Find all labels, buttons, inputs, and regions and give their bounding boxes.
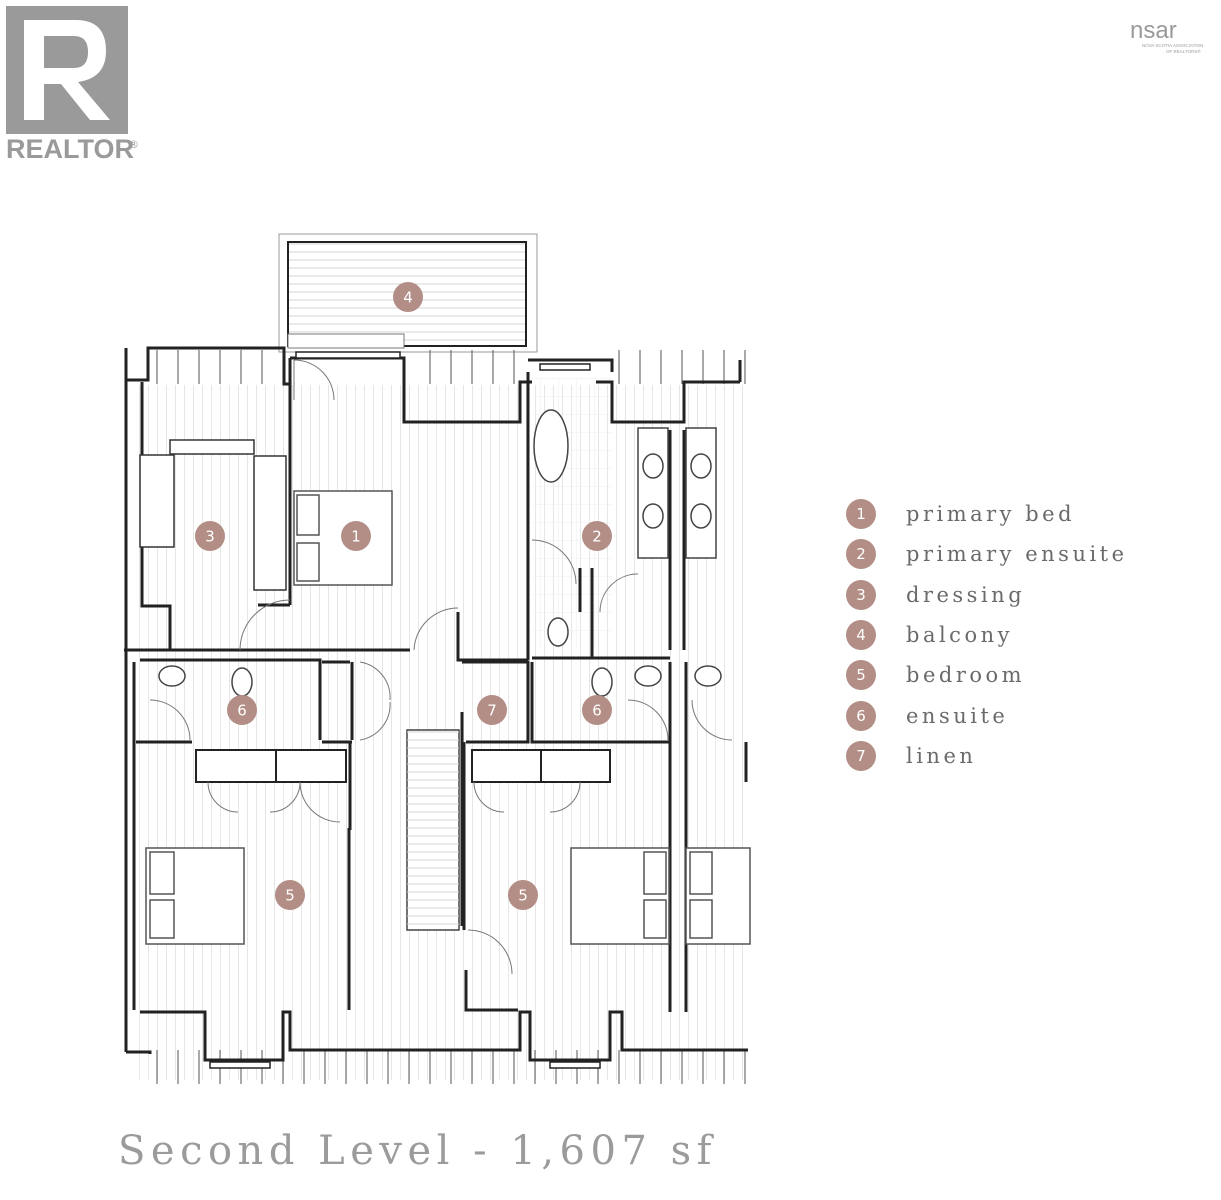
registered-mark: ®	[128, 138, 139, 151]
legend-item: 6 ensuite	[846, 695, 1206, 735]
nsar-caption: NOVA SCOTIA ASSOCIATION	[1142, 43, 1203, 48]
realtor-logo: REALTOR ®	[6, 6, 139, 164]
nsar-wordmark: nsar	[1130, 17, 1177, 44]
facade-top-left	[150, 350, 280, 384]
door-swings	[149, 359, 733, 975]
legend-item: 3 dressing	[846, 575, 1206, 615]
dressing-furniture	[139, 439, 287, 591]
legend-item: 4 balcony	[846, 615, 1206, 655]
legend-number: 2	[846, 539, 876, 570]
nsar-logo: nsar NOVA SCOTIA ASSOCIATION OF REALTORS…	[1130, 17, 1203, 54]
legend-number: 5	[846, 660, 876, 691]
legend-label: dressing	[906, 582, 1026, 607]
marker-primary-ensuite: 2	[582, 521, 612, 551]
closets	[195, 749, 611, 783]
svg-text:1: 1	[351, 528, 361, 546]
legend-item: 2 primary ensuite	[846, 534, 1206, 574]
page-title: Second Level - 1,607 sf	[118, 1128, 717, 1174]
legend-item: 5 bedroom	[846, 655, 1206, 695]
facade-top-mid	[418, 350, 518, 384]
svg-text:7: 7	[487, 702, 497, 720]
legend-label: primary bed	[906, 502, 1076, 527]
marker-ensuite-left: 6	[227, 695, 257, 725]
marker-primary-bed: 1	[341, 521, 371, 551]
bath-fixtures	[158, 409, 722, 697]
svg-text:4: 4	[403, 289, 413, 307]
nsar-caption-2: OF REALTORS®	[1166, 48, 1201, 54]
legend-number: 7	[846, 740, 876, 771]
plan-markers: 4 3 1 2 6 7 6 5 5	[195, 282, 612, 910]
legend-number: 6	[846, 700, 876, 731]
legend-label: ensuite	[906, 703, 1009, 728]
marker-dressing: 3	[195, 521, 225, 551]
legend-label: balcony	[906, 623, 1013, 648]
marker-balcony: 4	[393, 282, 423, 312]
legend-number: 3	[846, 579, 876, 610]
legend-item: 7 linen	[846, 736, 1206, 776]
legend-label: bedroom	[906, 663, 1026, 688]
marker-bedroom-right: 5	[508, 880, 538, 910]
legend-item: 1 primary bed	[846, 494, 1206, 534]
svg-text:6: 6	[237, 702, 247, 720]
marker-bedroom-left: 5	[275, 880, 305, 910]
legend-number: 1	[846, 499, 876, 530]
svg-text:3: 3	[205, 528, 215, 546]
legend-label: linen	[906, 743, 977, 768]
facade-top-right	[618, 350, 748, 384]
marker-ensuite-right: 6	[582, 695, 612, 725]
svg-text:6: 6	[592, 702, 602, 720]
svg-text:2: 2	[592, 528, 602, 546]
windows	[209, 351, 601, 1069]
realtor-r-letter	[24, 20, 110, 120]
realtor-wordmark: REALTOR	[6, 134, 134, 164]
legend-label: primary ensuite	[906, 542, 1128, 567]
marker-linen: 7	[477, 695, 507, 725]
stairs	[406, 729, 460, 931]
svg-text:5: 5	[285, 887, 295, 905]
svg-text:5: 5	[518, 887, 528, 905]
balcony	[278, 233, 538, 353]
legend-number: 4	[846, 620, 876, 651]
